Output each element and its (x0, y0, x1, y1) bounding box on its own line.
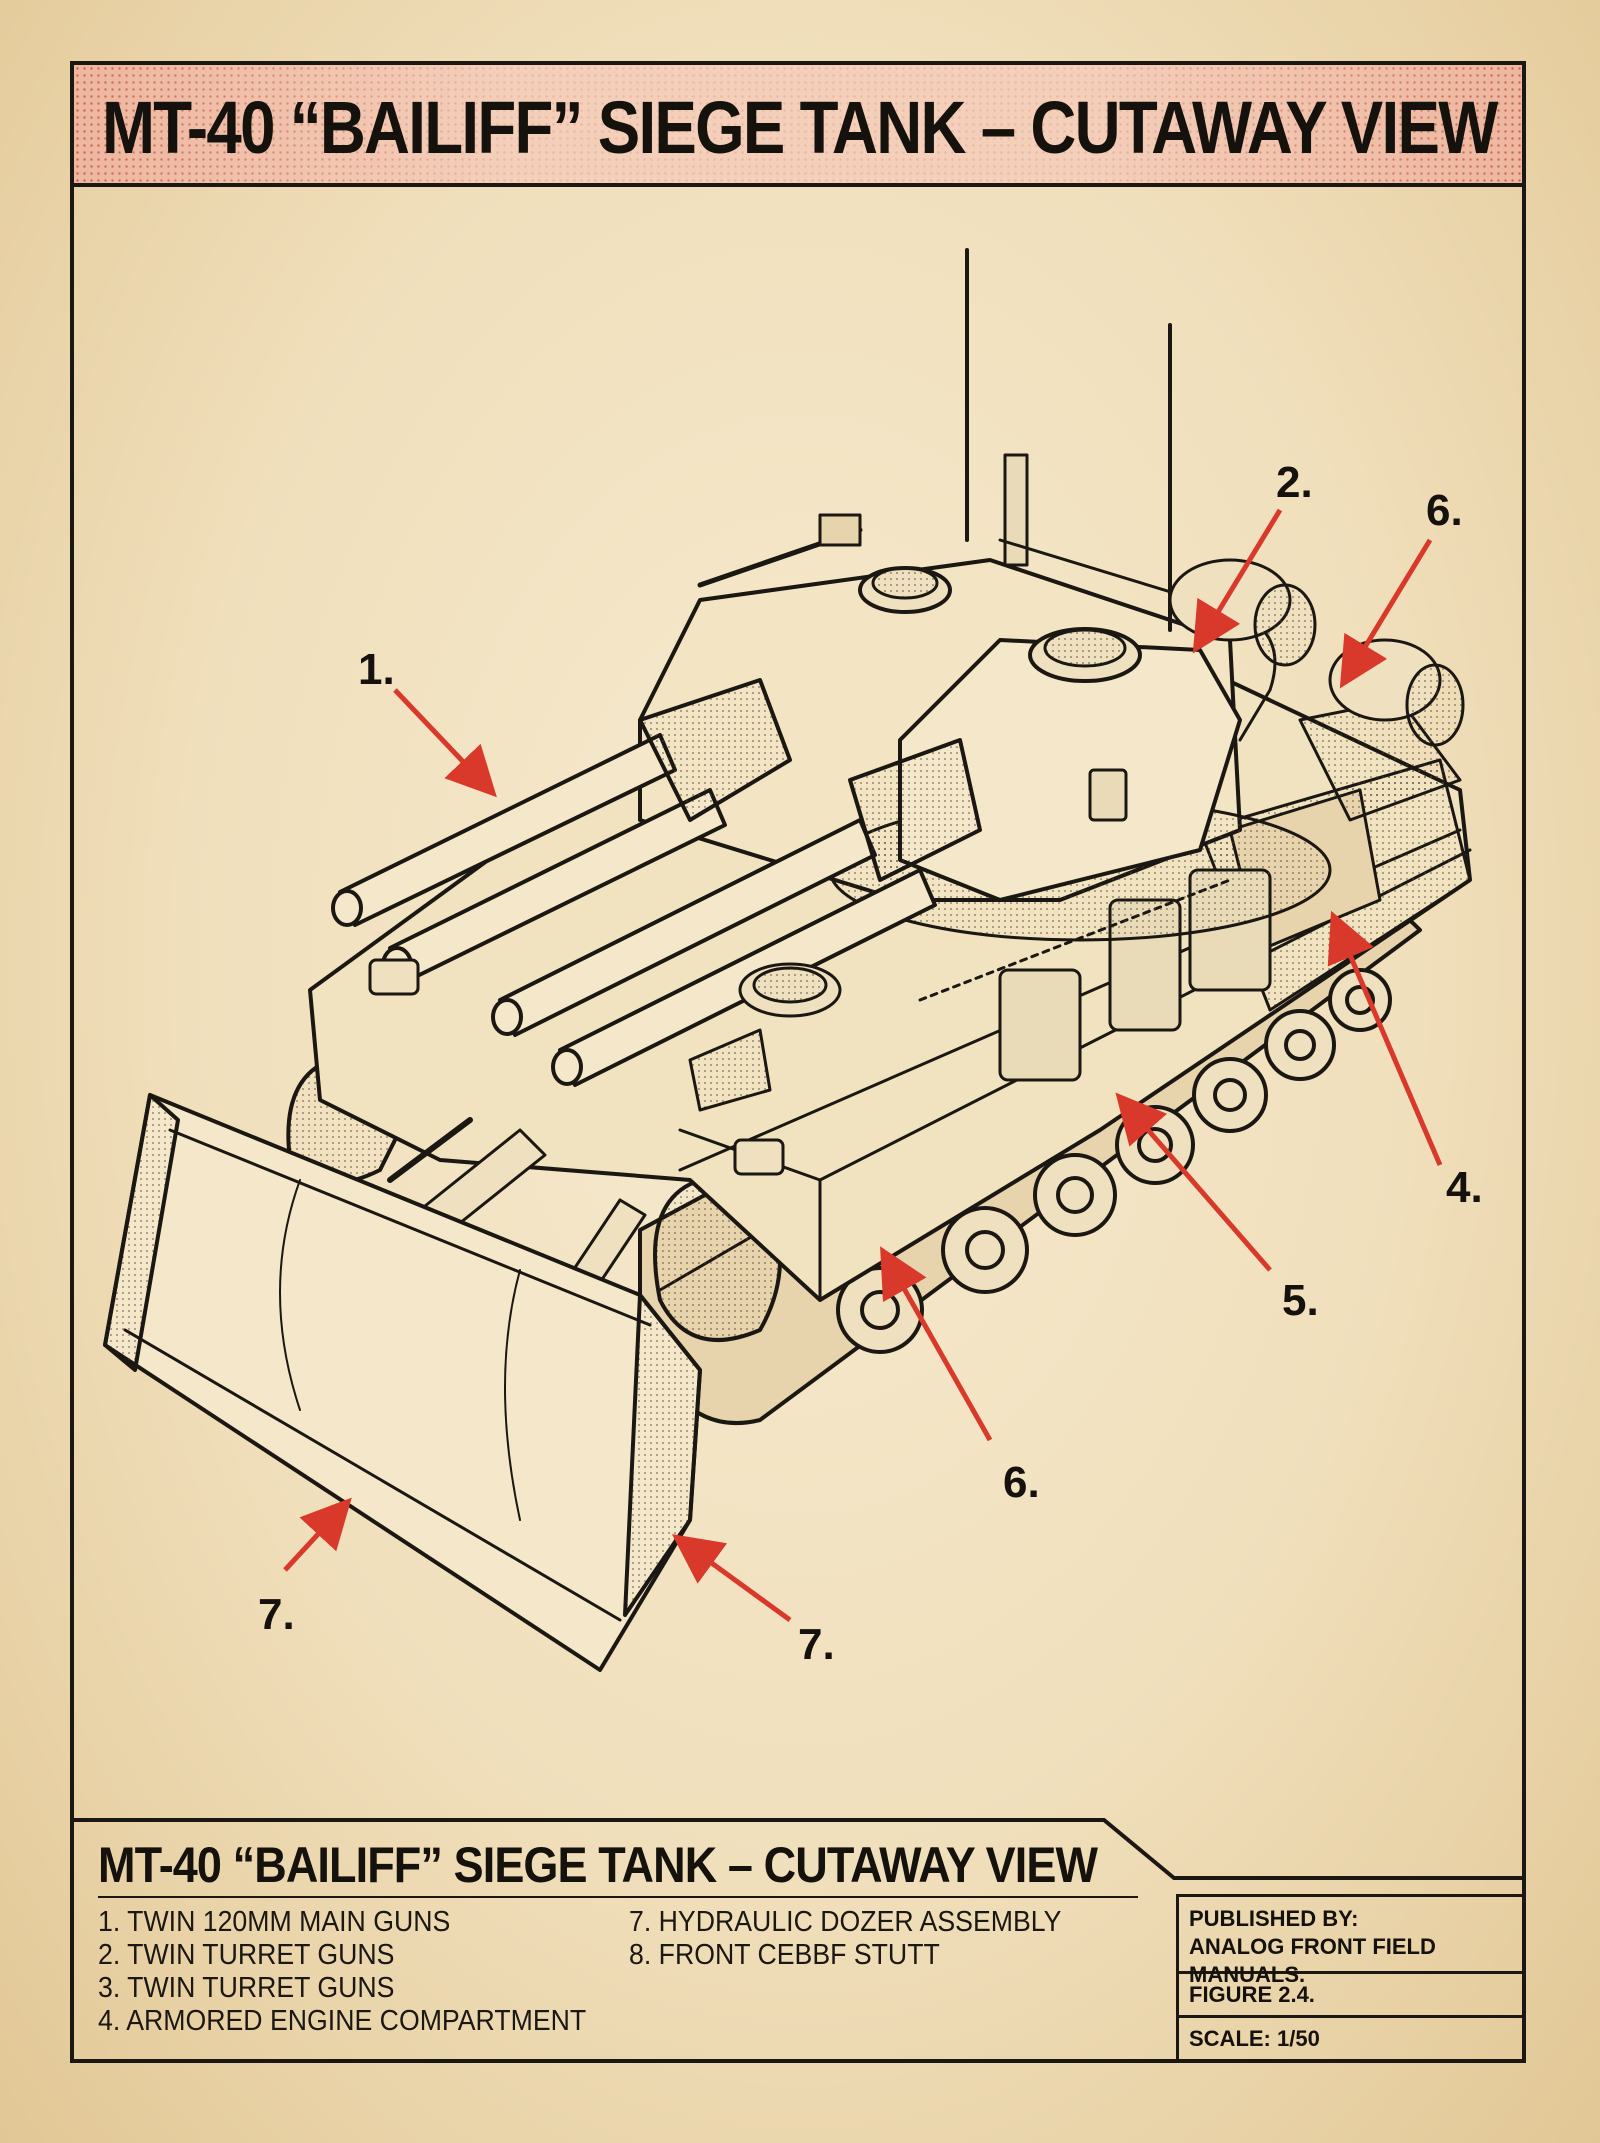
callout-label-7-right: 7. (798, 1620, 835, 1669)
main-guns (331, 678, 982, 1087)
callout-arrows (283, 508, 1443, 1623)
callout-label-5: 5. (1282, 1276, 1319, 1325)
legend-item: 1. TWIN 120MM MAIN GUNS (98, 1906, 451, 1938)
scale-label: SCALE: 1/50 (1189, 2026, 1320, 2051)
figure-number: FIGURE 2.4. (1179, 1974, 1522, 2018)
legend-item: 7. HYDRAULIC DOZER ASSEMBLY (629, 1906, 1062, 1938)
title-banner: MT-40 “BAILIFF” SIEGE TANK – CUTAWAY VIE… (74, 65, 1522, 187)
arrow-6-top (1339, 538, 1433, 689)
arrow-7-left (283, 1497, 352, 1572)
legend-rule (98, 1896, 1138, 1898)
publisher-label: PUBLISHED BY: (1189, 1906, 1359, 1931)
turret (638, 248, 1332, 942)
page-title: MT-40 “BAILIFF” SIEGE TANK – CUTAWAY VIE… (102, 86, 1498, 169)
arrow-7-right (671, 1534, 792, 1623)
callout-label-6-top: 6. (1426, 486, 1463, 535)
legend-list-left: 1. TWIN 120MM MAIN GUNS 2. TWIN TURRET G… (98, 1906, 586, 2038)
legend-title: MT-40 “BAILIFF” SIEGE TANK – CUTAWAY VIE… (98, 1837, 1098, 1893)
publisher-cell: PUBLISHED BY: ANALOG FRONT FIELD MANUALS… (1179, 1897, 1522, 1987)
legend-panel: MT-40 “BAILIFF” SIEGE TANK – CUTAWAY VIE… (74, 1818, 1522, 2059)
publication-info-box: PUBLISHED BY: ANALOG FRONT FIELD MANUALS… (1176, 1894, 1522, 2059)
callout-label-7-left: 7. (258, 1590, 295, 1639)
legend-item: 4. ARMORED ENGINE COMPARTMENT (98, 2005, 587, 2037)
callout-label-6-bottom: 6. (1003, 1458, 1040, 1507)
arrow-5 (1115, 1092, 1272, 1272)
dozer-blade (103, 1093, 702, 1672)
arrow-6-bottom (880, 1246, 993, 1442)
arrow-1 (393, 688, 497, 798)
arrow-2 (1192, 508, 1283, 654)
legend-border (74, 1818, 1522, 1880)
publisher-name: ANALOG FRONT FIELD MANUALS. (1189, 1934, 1436, 1987)
outer-frame (70, 61, 1526, 2063)
arrow-4 (1327, 910, 1443, 1166)
callout-label-2: 2. (1276, 458, 1313, 507)
legend-item: 2. TWIN TURRET GUNS (98, 1939, 395, 1971)
legend-item: 3. TWIN TURRET GUNS (98, 1972, 395, 2004)
hull-details (368, 958, 842, 1176)
legend-list-right: 7. HYDRAULIC DOZER ASSEMBLY 8. FRONT CEB… (629, 1906, 1061, 1972)
legend-item: 8. FRONT CEBBF STUTT (629, 1939, 940, 1971)
callout-label-1: 1. (358, 645, 395, 694)
callout-label-4: 4. (1446, 1163, 1483, 1212)
